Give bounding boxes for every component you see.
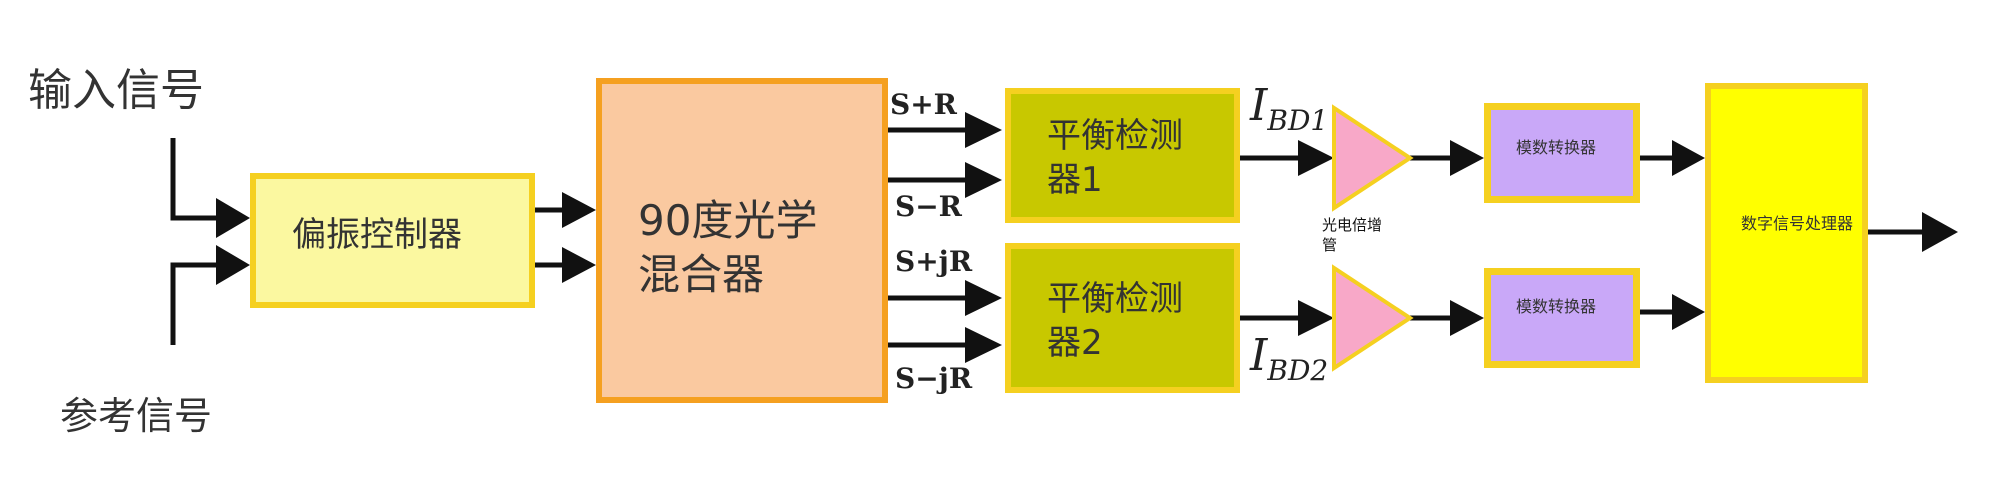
polarization-controller-label: 偏振控制器 bbox=[292, 215, 462, 255]
arrowhead-reference bbox=[216, 245, 250, 285]
reference-signal-label: 参考信号 bbox=[60, 394, 213, 438]
photomultiplier-label: 光电倍增管 bbox=[1322, 216, 1383, 254]
arrowhead-pmt1 bbox=[1450, 140, 1484, 176]
arrowhead-s-plus-jr bbox=[965, 280, 1002, 316]
photomultiplier-2-triangle bbox=[1332, 264, 1414, 372]
balanced-detector-1-block: 平衡检测器1 bbox=[1005, 88, 1240, 223]
adc-1-label: 模数转换器 bbox=[1516, 138, 1597, 157]
signal-s-plus-jr: S+jR bbox=[895, 245, 973, 278]
signal-s-minus-jr: S−jR bbox=[895, 362, 973, 395]
arrowhead-detector2 bbox=[1298, 300, 1334, 336]
polarization-controller-block: 偏振控制器 bbox=[250, 173, 535, 308]
adc-2-label: 模数转换器 bbox=[1516, 297, 1597, 316]
balanced-detector-1-label: 平衡检测器1 bbox=[1047, 116, 1183, 200]
arrowhead-adc2 bbox=[1672, 294, 1705, 330]
input-signal-label: 输入信号 bbox=[28, 65, 204, 116]
wire-input-signal bbox=[170, 138, 218, 221]
arrowhead-s-minus-r bbox=[965, 162, 1002, 198]
wire-reference-signal bbox=[170, 262, 218, 345]
signal-s-minus-r: S−R bbox=[895, 190, 962, 223]
current-ibd2-label: IBD2 bbox=[1250, 330, 1329, 387]
optical-hybrid-label: 90度光学混合器 bbox=[638, 196, 818, 299]
arrowhead-controller-bottom bbox=[562, 247, 596, 283]
arrowhead-controller-top bbox=[562, 192, 596, 228]
photomultiplier-1-triangle bbox=[1332, 104, 1414, 212]
balanced-detector-2-block: 平衡检测器2 bbox=[1005, 243, 1240, 393]
dsp-label: 数字信号处理器 bbox=[1741, 214, 1854, 233]
dsp-block: 数字信号处理器 bbox=[1705, 83, 1868, 383]
arrowhead-pmt2 bbox=[1450, 300, 1484, 336]
arrowhead-input bbox=[216, 198, 250, 238]
balanced-detector-2-label: 平衡检测器2 bbox=[1047, 279, 1183, 363]
arrowhead-s-minus-jr bbox=[965, 327, 1002, 363]
signal-s-plus-r: S+R bbox=[890, 88, 957, 121]
arrowhead-output bbox=[1922, 212, 1958, 252]
optical-hybrid-block: 90度光学混合器 bbox=[596, 78, 888, 403]
arrowhead-s-plus-r bbox=[965, 112, 1002, 148]
adc-1-block: 模数转换器 bbox=[1484, 103, 1640, 203]
arrowhead-detector1 bbox=[1298, 140, 1334, 176]
adc-2-block: 模数转换器 bbox=[1484, 268, 1640, 368]
arrowhead-adc1 bbox=[1672, 140, 1705, 176]
current-ibd1-label: IBD1 bbox=[1250, 80, 1329, 137]
